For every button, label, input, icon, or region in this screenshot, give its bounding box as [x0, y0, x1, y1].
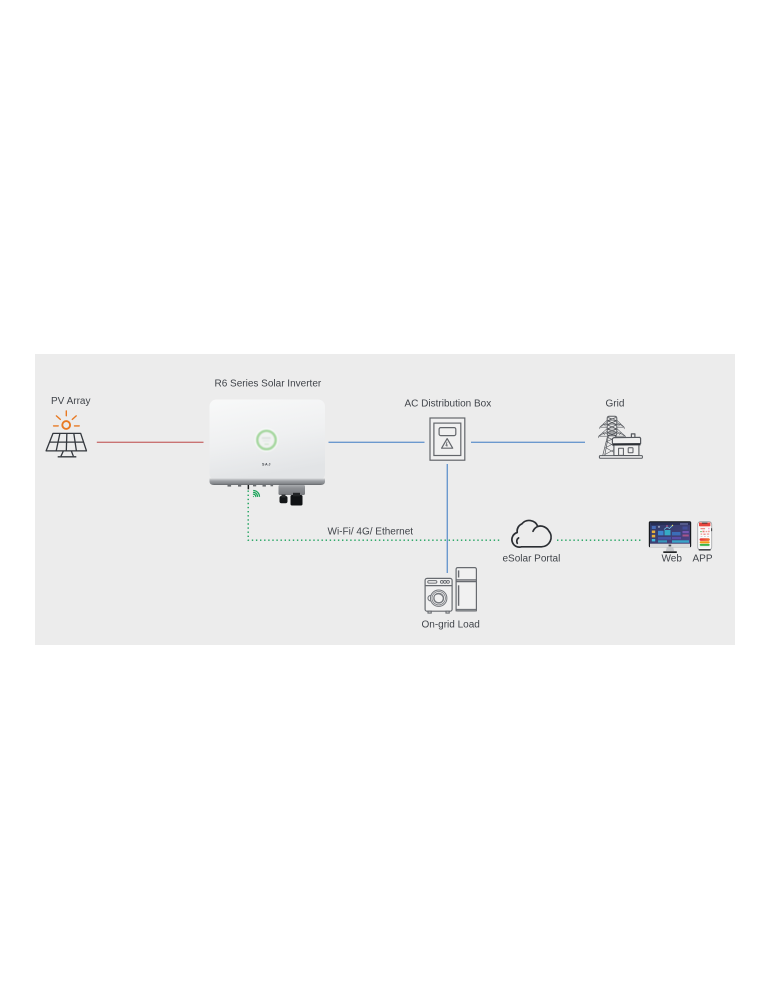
svg-text:Grid: Grid: [606, 398, 625, 409]
svg-text:Web: Web: [662, 553, 683, 564]
svg-text:On-grid Load: On-grid Load: [422, 620, 480, 631]
svg-text:Wi-Fi/ 4G/ Ethernet: Wi-Fi/ 4G/ Ethernet: [328, 527, 414, 538]
svg-text:APP: APP: [693, 553, 713, 564]
svg-text:PV Array: PV Array: [51, 396, 90, 407]
svg-text:SAJ: SAJ: [262, 463, 271, 467]
svg-text:eSolar Portal: eSolar Portal: [503, 553, 561, 564]
svg-text:AC Distribution Box: AC Distribution Box: [405, 398, 492, 409]
svg-text:R6 Series Solar Inverter: R6 Series Solar Inverter: [215, 378, 322, 389]
